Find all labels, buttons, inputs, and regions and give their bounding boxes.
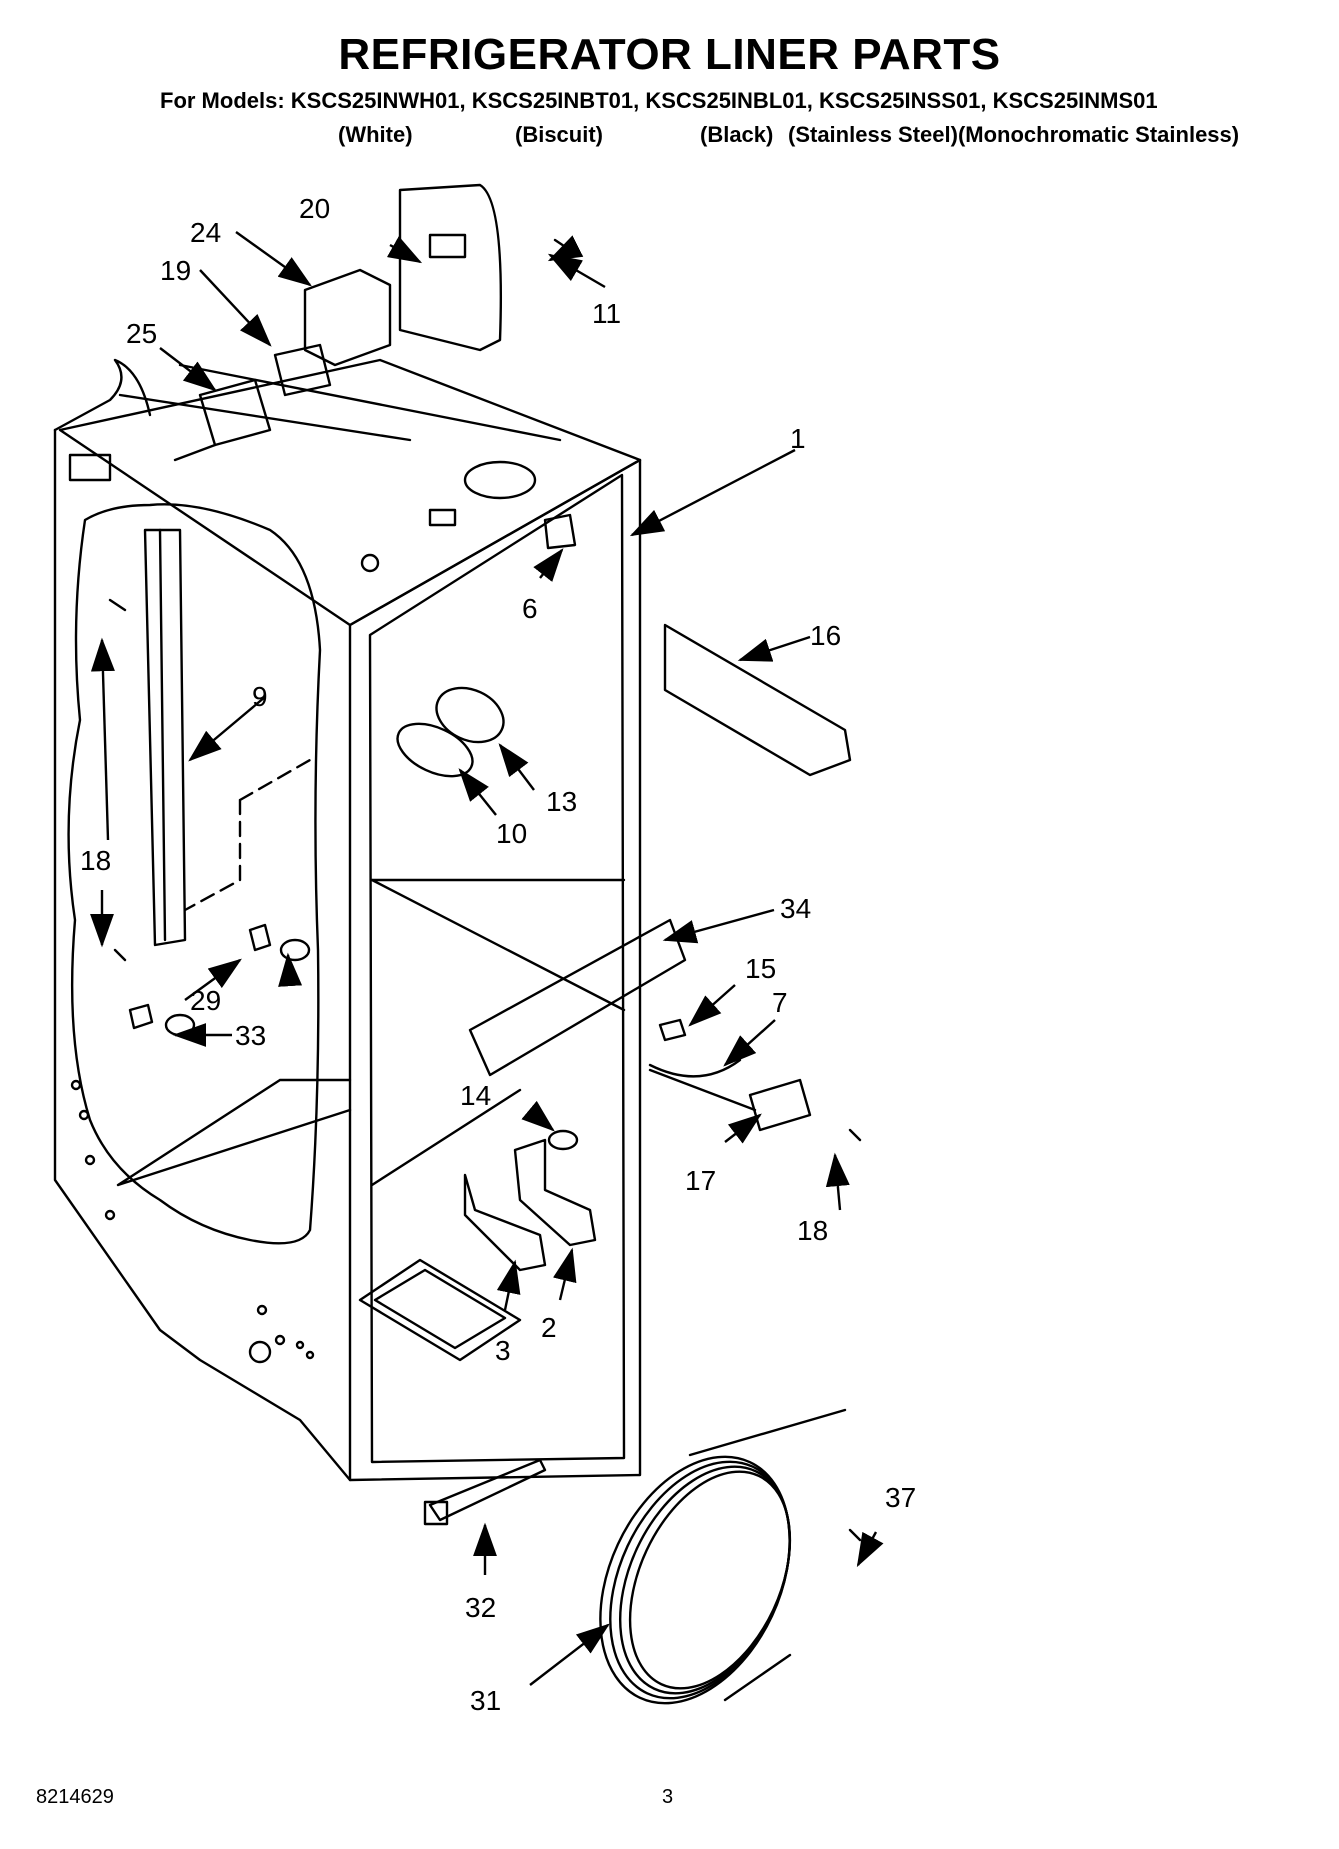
bracket-34 [468,918,687,1077]
callout-19: 19 [160,255,191,286]
oval-10 [396,722,474,778]
callout-25: 25 [126,318,157,349]
callout-1: 1 [790,423,806,454]
callout-17: 17 [685,1165,716,1196]
gasket-19 [273,343,332,397]
housing-24 [303,268,392,367]
page-title: REFRIGERATOR LINER PARTS [338,30,1001,79]
rail-part [143,528,187,947]
color-white: (White) [338,122,413,147]
callout-34: 34 [780,893,811,924]
callout-6: 6 [522,593,538,624]
callout-29: 29 [190,985,221,1016]
callout-14: 14 [460,1080,491,1111]
control-25 [198,378,272,447]
callout-10: 10 [496,818,527,849]
callout-15: 15 [745,953,776,984]
callout-7: 7 [772,987,788,1018]
callout-31: 31 [470,1685,501,1716]
color-stainless: (Stainless Steel)(Monochromatic Stainles… [788,122,1240,147]
models-line: For Models: KSCS25INWH01, KSCS25INBT01, … [160,88,1158,113]
callout-9: 9 [252,681,268,712]
callout-32: 32 [465,1592,496,1623]
oval-13 [435,686,505,744]
callout-20: 20 [299,193,330,224]
callout-13: 13 [546,786,577,817]
callout-18-left: 18 [80,845,111,876]
coiled-tube [599,1408,847,1705]
page-number: 3 [662,1786,674,1808]
callout-18-right: 18 [797,1215,828,1246]
callout-11: 11 [592,298,621,329]
callout-2: 2 [541,1312,557,1343]
refrigerator-liner-shape [53,358,642,1482]
color-biscuit: (Biscuit) [515,122,603,147]
callout-24: 24 [190,217,221,248]
doc-number: 8214629 [36,1786,114,1808]
callout-33: 33 [235,1020,266,1051]
color-black: (Black) [700,122,774,147]
callout-3: 3 [495,1335,511,1366]
callout-37: 37 [885,1482,916,1513]
callout-16: 16 [810,620,841,651]
trim-16 [663,623,852,777]
housing-20 [398,183,503,352]
